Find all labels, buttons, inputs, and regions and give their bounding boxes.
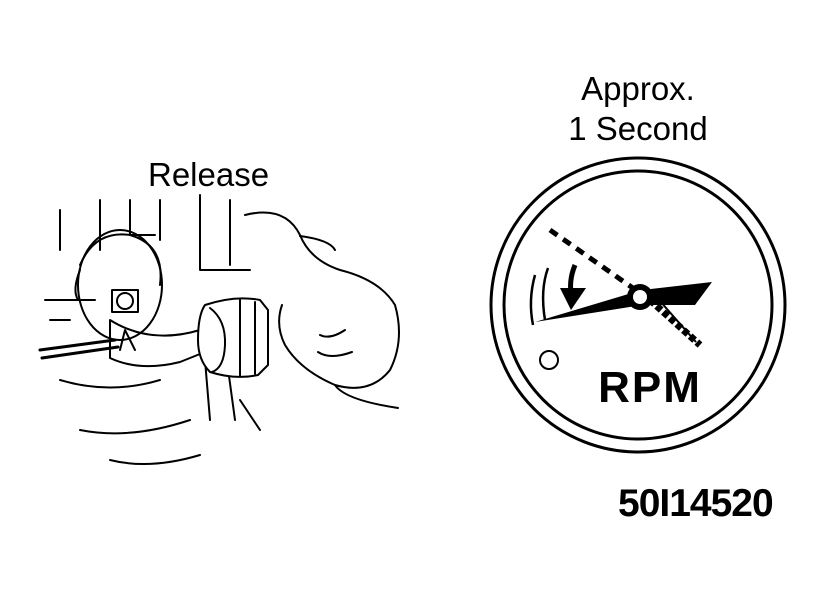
vacuum-unit	[197, 297, 269, 378]
gauge-inner-ring	[502, 169, 774, 441]
needle-ghost-dashed	[548, 227, 642, 296]
distributor-plate	[77, 229, 163, 341]
screwdriver	[38, 338, 120, 360]
hand-release-mechanism-icon	[38, 194, 400, 465]
engine-block-outline	[59, 194, 251, 271]
gauge-outer-ring	[489, 156, 787, 454]
hand-outline	[244, 211, 400, 389]
figure-id: 50I14520	[618, 482, 774, 525]
indicator-lamp	[539, 350, 559, 370]
gauge-needle	[535, 282, 712, 322]
gauge-unit-label: RPM	[598, 363, 702, 412]
duration-label: 1 Second	[568, 110, 708, 147]
tachometer-gauge-icon: RPM	[489, 156, 787, 454]
gauge-tick-arc	[529, 267, 550, 326]
approx-label: Approx.	[581, 70, 695, 107]
release-label: Release	[148, 156, 270, 193]
